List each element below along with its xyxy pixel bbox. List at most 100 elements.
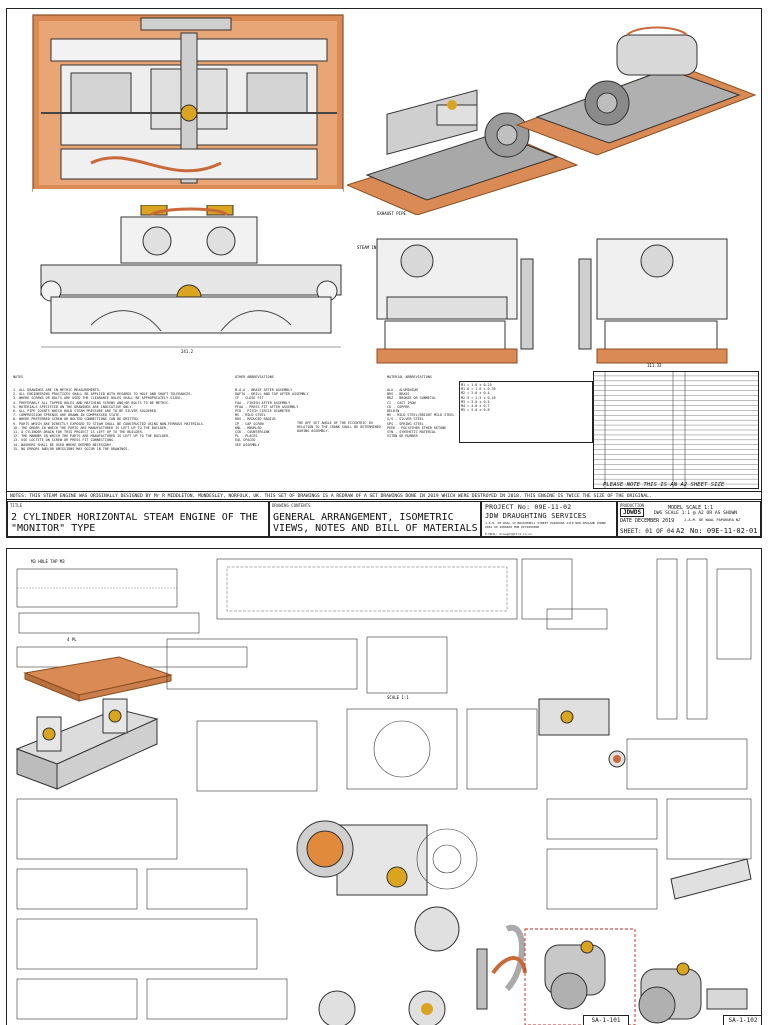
contents-cell: DRAWING CONTENTS GENERAL ARRANGEMENT, IS… [269, 501, 481, 537]
company-name: JDW DRAUGHTING SERVICES [485, 512, 587, 520]
material-line: PEEK - POLYETHER ETHER KETONE [387, 425, 447, 430]
part-label-sa-1-101: SA-1-101 [583, 1015, 629, 1025]
sheet2-scale-note: SCALE 1:1 [387, 695, 409, 700]
note-line: 8. WHERE PREFERRED SCREW OR BOLTED CONNE… [13, 417, 140, 422]
note-line: 13. USE LOCTITE ON SCREW OR PRESS FIT CO… [13, 438, 116, 443]
thread-row: M5 = 5.0 x 0.8 [461, 408, 490, 413]
material-line: SPS - SPRING STEEL [387, 421, 424, 426]
notes-block: NOTES 1. ALL DRAWINGS ARE IN METRIC MEAS… [13, 367, 233, 487]
sheet-size: A2 [676, 527, 685, 535]
thread-row: M2.5 = 2.5 x 0.45 [461, 395, 496, 400]
drawing-sheet-1: 241.2 EXHAUST PIPE STEAM IN 111.33 [6, 8, 762, 538]
shaft-note: THE OFF SET ANGLE OF THE ECCENTRIC IN RE… [297, 421, 381, 434]
thread-row: M2 = 2.0 x 0.4 [461, 391, 490, 396]
side-views: EXHAUST PIPE STEAM IN 111.33 [357, 211, 728, 368]
material-line: SYN - SYNTHETIC MATERIAL [387, 430, 436, 435]
note-line: 4. PREFERABLY ALL TAPPED HOLES AND MATCH… [13, 400, 171, 405]
note-line: 7. COMPRESSION SPRINGS ARE DRAWN IN COMP… [13, 413, 122, 418]
abbrev-line: KNL - KNURLED [235, 425, 262, 430]
note-line: 15. NO ERRORS AND/OR OMISSIONS MAY OCCUR… [13, 446, 130, 451]
thread-row: M1.6 = 1.6 x 0.35 [461, 387, 496, 392]
material-line: VITON OR RUBBER [387, 434, 418, 439]
drawing-sheet-2: M3 HOLE TAP M3 4 PL SCALE 1:1 SA-1-101 S… [6, 548, 762, 1025]
material-heading: MATERIAL ABBREVIATIONS [387, 375, 432, 380]
title-header: TITLE [10, 503, 23, 508]
abbrev-line: SEE ASSEMBLY [235, 442, 260, 447]
front-view-drawing: 241.2 [40, 205, 342, 354]
company-address: J.A.M. DE WAAL 12 BRIGHTWELL STREET PAPA… [485, 521, 607, 529]
abbrev-line: PFAA - PRESS FIT AFTER ASSEMBLY [235, 404, 299, 409]
dwg-scale: DWG SCALE 1:1 @ A2 OR AS SHOWN [654, 511, 737, 516]
material-line: BRZ - BRONZE OR GUNMETAL [387, 396, 436, 401]
sheet2-note-2: 4 PL [67, 637, 77, 642]
thread-row: M4 = 4.0 x 0.7 [461, 404, 490, 409]
title-cell: TITLE 2 CYLINDER HORIZONTAL STEAM ENGINE… [7, 501, 269, 537]
steam-in-label: STEAM IN [357, 245, 377, 250]
abbrev-block: OTHER ABBREVIATIONS B.A.A - BRAZE AFTER … [235, 367, 345, 457]
isometric-views [347, 26, 757, 215]
company-email: E-MAIL: draught@xtra.co.nz [485, 532, 532, 536]
note-line: 3. WHERE SCREWS OR BOLTS ARE USED THE CL… [13, 396, 183, 401]
material-line: CI - CAST IRON [387, 400, 416, 405]
front-view-dimension: 241.2 [181, 349, 194, 354]
material-line: CU - COPPER [387, 404, 410, 409]
abbrev-line: CP - CAP SCREW [235, 421, 264, 426]
model-scale: MODEL SCALE 1:1 [668, 505, 714, 511]
note-line: 5. MATERIALS SPECIFIED ON THE DRAWINGS A… [13, 404, 134, 409]
abbrev-line: RDS - REDUCED RADIUS [235, 417, 276, 422]
abbrev-line: DAFTA - DRILL AND TAP AFTER ASSEMBLY [235, 392, 309, 397]
contents-header: DRAWING CONTENTS [272, 503, 311, 508]
abbrev-line: CSK - COUNTERSINK [235, 430, 270, 435]
jdwds-logo: JDWDS [620, 508, 645, 517]
contents-line-1: GENERAL ARRANGEMENT, ISOMETRIC [273, 512, 454, 523]
bill-of-materials-table [593, 371, 759, 489]
drawing-number: No: 09E-11-02-01 [690, 527, 758, 535]
notes-list: 1. ALL DRAWINGS ARE IN METRIC MEASUREMEN… [13, 388, 233, 451]
company-cell: PROJECT No: 09E-11-02 JDW DRAUGHTING SER… [481, 501, 617, 537]
note-line: 12. THE MANNER IN WHICH THE PARTS ARE MA… [13, 434, 171, 439]
thread-row: M3 = 3.0 x 0.5 [461, 399, 490, 404]
title-line-2: "MONITOR" TYPE [11, 523, 96, 534]
notes-heading: NOTES [13, 375, 24, 380]
note-line: 14. WASHERS SHALL BE USED WHERE DEEMED N… [13, 442, 114, 447]
abbrev-line: B.A.A - BRAZE AFTER ASSEMBLY [235, 388, 293, 393]
date: DATE DECEMBER 2019 [620, 518, 675, 524]
project-number: PROJECT No: 09E-11-02 [485, 503, 572, 511]
production-header: PRODUCTION [620, 503, 645, 508]
please-note: PLEASE NOTE THIS IS AN A2 SHEET SIZE [603, 482, 725, 488]
abbrev-line: PCD - PITCH CIRCLE DIAMETER [235, 409, 291, 414]
sheet2-note-1: M3 HOLE TAP M3 [31, 559, 65, 564]
material-line: DELRIN [387, 409, 400, 414]
thread-row: M1 = 1.0 x 0.25 [461, 383, 492, 387]
material-line: MS - MILD STEEL/BRIGHT MILD STEEL [387, 413, 455, 418]
part-label-sa-1-102: SA-1-102 [723, 1015, 761, 1025]
parts-detail-drawings: M3 HOLE TAP M3 4 PL SCALE 1:1 [15, 558, 752, 1025]
drawn-by: J.A.M. DE WAAL PAPAKURA NZ [684, 518, 741, 522]
material-line: ALU - ALUMINIUM [387, 388, 418, 393]
side-view-dimension: 111.33 [647, 363, 662, 368]
production-cell: PRODUCTION JDWDS MODEL SCALE 1:1 DWG SCA… [617, 501, 761, 537]
contents-line-2: VIEWS, NOTES AND BILL OF MATERIALS [273, 523, 478, 534]
abbrev-line: MS - MILD STEEL [235, 413, 266, 418]
note-line: 2. ALL ENGINEERING PRACTICES SHALL BE AP… [13, 392, 193, 397]
top-view-drawing [32, 14, 344, 201]
sheet-number: SHEET: 01 OF 04 [620, 528, 675, 535]
notes-banner: NOTES: THIS STEAM ENGINE WAS ORIGINALLY … [7, 491, 761, 500]
exhaust-label: EXHAUST PIPE [377, 211, 406, 216]
note-line: 10. THE ORDER IN WHICH THE PARTS ARE MAN… [13, 425, 169, 430]
abbrev-line: FAA - FINISH AFTER ASSEMBLY [235, 400, 291, 405]
material-line: S/S - SILVER STEEL [387, 417, 424, 422]
note-line: 11. A CYLINDER DRAIN FOR THIS PROJECT IS… [13, 430, 144, 435]
note-line: 9. PARTS WHICH ARE DIRECTLY EXPOSED TO S… [13, 421, 205, 426]
note-line: 1. ALL DRAWINGS ARE IN METRIC MEASUREMEN… [13, 388, 101, 393]
material-line: BRS - BRASS [387, 392, 410, 397]
title-line-1: 2 CYLINDER HORIZONTAL STEAM ENGINE OF TH… [11, 512, 258, 523]
abbrev-line: CF - CLOSE FIT [235, 396, 264, 401]
note-line: 6. ALL PIPE JOINTS WHICH HOLD STEAM PRES… [13, 409, 158, 414]
abbrev-line: EQL SPACED [235, 438, 256, 443]
abbrev-line: PL - PLACES [235, 434, 258, 439]
